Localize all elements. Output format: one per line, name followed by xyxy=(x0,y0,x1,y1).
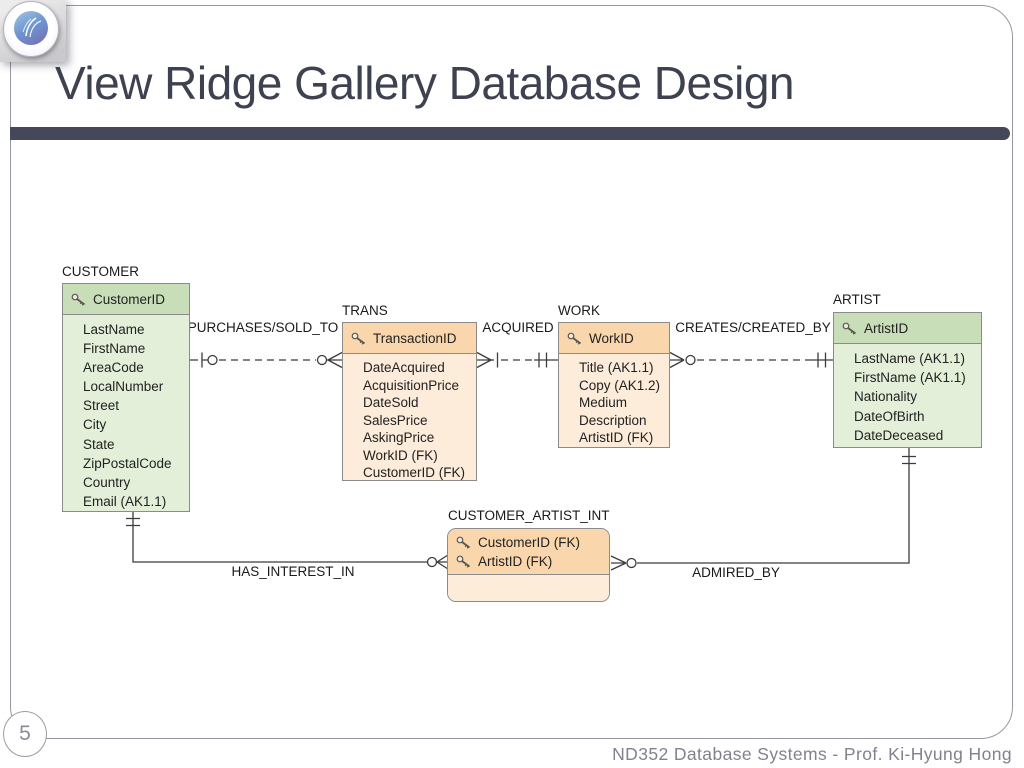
field: AskingPrice xyxy=(363,430,435,445)
field: State xyxy=(83,436,115,452)
field: Email (AK1.1) xyxy=(83,493,167,509)
field: FirstName xyxy=(83,341,146,357)
entity-customer-header: CustomerID xyxy=(63,284,189,315)
entity-trans-header: TransactionID xyxy=(343,323,476,354)
page-title: View Ridge Gallery Database Design xyxy=(55,57,795,109)
field: ZipPostalCode xyxy=(83,455,172,471)
slide-frame xyxy=(10,5,1013,739)
key-icon xyxy=(567,332,582,345)
entity-label-trans: TRANS xyxy=(342,303,388,318)
field: DateAcquired xyxy=(363,360,445,375)
field: ArtistID (FK) xyxy=(579,430,654,446)
field: City xyxy=(83,417,107,433)
field: AreaCode xyxy=(83,360,144,376)
entity-work-header: WorkID xyxy=(559,323,669,354)
field: Street xyxy=(83,398,120,414)
field: Description xyxy=(579,412,647,428)
title-divider-bar xyxy=(10,127,1010,140)
university-logo-box xyxy=(0,0,66,62)
field: CustomerID (FK) xyxy=(363,465,466,480)
entity-work-body: Title (AK1.1) Copy (AK1.2) Medium Descri… xyxy=(559,354,669,447)
field: DateDeceased xyxy=(854,427,944,443)
field: DateOfBirth xyxy=(854,408,925,424)
entity-label-customer: CUSTOMER xyxy=(62,264,140,279)
pk-field: CustomerID xyxy=(93,291,166,307)
entity-label-customer-artist-int: CUSTOMER_ARTIST_INT xyxy=(448,508,610,523)
field: AcquisitionPrice xyxy=(363,377,460,393)
key-icon xyxy=(456,536,471,549)
field: LastName (AK1.1) xyxy=(854,351,966,366)
university-seal-logo xyxy=(3,1,59,57)
entity-customer: CustomerID LastName FirstName AreaCode L… xyxy=(62,283,190,512)
field: LocalNumber xyxy=(83,379,164,395)
footer-course-text: ND352 Database Systems - Prof. Ki-Hyung … xyxy=(612,744,1012,764)
key-icon xyxy=(351,332,366,345)
relationship-label-admired-by: ADMIRED_BY xyxy=(692,565,780,580)
entity-work: WorkID Title (AK1.1) Copy (AK1.2) Medium… xyxy=(558,322,670,448)
entity-artist-header: ArtistID xyxy=(834,313,981,344)
entity-artist-body: LastName (AK1.1) FirstName (AK1.1) Natio… xyxy=(834,344,981,447)
entity-customer-artist-int: CustomerID (FK) ArtistID (FK) xyxy=(447,528,610,602)
field: Country xyxy=(83,474,131,490)
key-icon xyxy=(842,322,857,335)
relationship-label-creates-created-by: CREATES/CREATED_BY xyxy=(675,320,831,335)
entity-trans-body: DateAcquired AcquisitionPrice DateSold S… xyxy=(343,354,476,480)
field: Title (AK1.1) xyxy=(579,360,654,375)
relationship-label-purchases-sold-to: PURCHASES/SOLD_TO xyxy=(187,320,339,335)
key-icon xyxy=(456,555,471,568)
relationship-label-has-interest-in: HAS_INTEREST_IN xyxy=(231,564,355,579)
field: Nationality xyxy=(854,389,918,405)
relationship-label-acquired: ACQUIRED xyxy=(482,320,554,335)
entity-customer-artist-int-header: CustomerID (FK) ArtistID (FK) xyxy=(448,529,609,575)
field: SalesPrice xyxy=(363,412,428,428)
field: Medium xyxy=(579,395,628,411)
field: FirstName (AK1.1) xyxy=(854,370,966,386)
entity-trans: TransactionID DateAcquired AcquisitionPr… xyxy=(342,322,477,481)
pk-field: CustomerID (FK) xyxy=(478,534,581,550)
pk-field: ArtistID xyxy=(864,320,909,336)
pk-field: ArtistID (FK) xyxy=(478,553,553,569)
entity-artist: ArtistID LastName (AK1.1) FirstName (AK1… xyxy=(833,312,982,448)
entity-label-artist: ARTIST xyxy=(833,292,881,307)
field: DateSold xyxy=(363,395,419,410)
entity-customer-body: LastName FirstName AreaCode LocalNumber … xyxy=(63,315,189,511)
globe-icon xyxy=(14,11,48,45)
field: WorkID (FK) xyxy=(363,447,438,463)
pk-field: TransactionID xyxy=(373,330,457,346)
entity-customer-artist-int-body xyxy=(448,575,609,601)
pk-field: WorkID xyxy=(589,330,634,346)
page-number-badge: 5 xyxy=(3,711,47,757)
entity-label-work: WORK xyxy=(558,303,600,318)
field: Copy (AK1.2) xyxy=(579,377,661,393)
key-icon xyxy=(71,293,86,306)
field: LastName xyxy=(83,322,145,337)
